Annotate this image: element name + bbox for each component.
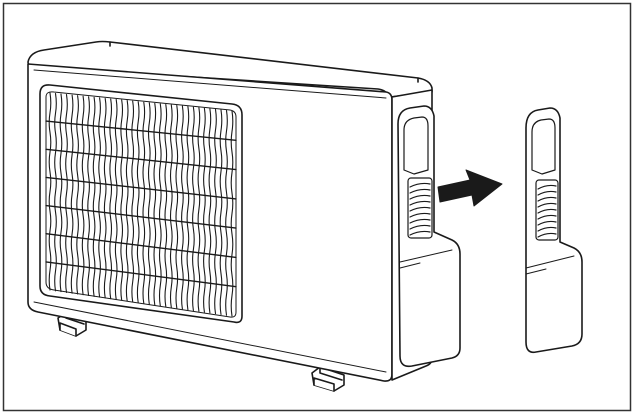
grip-rib <box>537 202 557 208</box>
grip-recess <box>535 179 559 241</box>
cover-grip-ribs-detached <box>535 179 559 241</box>
grille-fin <box>103 97 107 299</box>
grille-fin <box>153 102 157 306</box>
grille-fin <box>59 93 63 293</box>
cover-grip-ribs-attached <box>407 177 433 239</box>
grille-fin <box>214 108 217 315</box>
grille-fin <box>147 102 151 305</box>
grille-fin <box>169 104 173 308</box>
fan-grille-frame <box>39 84 243 324</box>
grip-rib <box>537 184 557 190</box>
grille-fin <box>181 105 184 310</box>
grille-fin <box>225 109 228 316</box>
grille-fin <box>164 103 168 308</box>
grille-ring <box>45 176 237 200</box>
grip-rib <box>409 194 431 200</box>
grille-fin <box>197 107 201 312</box>
grille-fin <box>98 97 101 298</box>
valve-cover-attached <box>397 105 461 368</box>
grip-rib <box>409 200 431 206</box>
grip-rib <box>537 208 557 214</box>
fan-grille <box>45 92 237 317</box>
grille-fin <box>54 92 57 292</box>
grille-fin <box>186 106 190 311</box>
removal-arrow <box>437 169 503 207</box>
grip-rib <box>537 196 557 202</box>
grille-fin <box>70 94 74 294</box>
grille-fin <box>192 106 195 312</box>
grille-ring <box>45 233 237 259</box>
grille-fin <box>131 100 135 303</box>
grille-fin <box>87 96 90 297</box>
grip-rib <box>409 230 431 236</box>
grille-fin <box>230 110 234 317</box>
grille-fin <box>175 104 179 309</box>
grille-ring <box>45 204 237 229</box>
grille-ring <box>45 148 237 171</box>
valve-cover-detached <box>525 107 583 354</box>
grille-fin <box>142 101 146 304</box>
grip-rib <box>409 212 431 218</box>
grille-fin <box>114 98 118 301</box>
grille-fin <box>65 94 68 293</box>
grip-rib <box>409 188 431 194</box>
grip-rib <box>409 206 431 212</box>
grip-rib <box>409 218 431 224</box>
grip-rib <box>537 214 557 220</box>
grille-fin <box>48 92 52 291</box>
grille-ring <box>45 120 237 141</box>
grip-rib <box>537 190 557 196</box>
grip-rib <box>537 232 557 238</box>
grille-fin <box>92 96 96 297</box>
grille-fin <box>203 107 206 313</box>
grip-rib <box>409 224 431 230</box>
grille-fin <box>208 108 212 314</box>
grille-fin <box>125 100 129 302</box>
grille-fin <box>76 95 79 295</box>
grip-recess <box>407 177 433 239</box>
grille-fin <box>81 95 85 296</box>
grip-rib <box>537 220 557 226</box>
grille-fin <box>136 101 140 304</box>
grille-fin <box>120 99 124 301</box>
grille-fin <box>109 98 113 300</box>
grip-rib <box>409 182 431 188</box>
grille-fin <box>158 103 162 307</box>
grip-rib <box>537 226 557 232</box>
grille-fin <box>219 109 223 315</box>
grille-ring <box>45 261 237 288</box>
